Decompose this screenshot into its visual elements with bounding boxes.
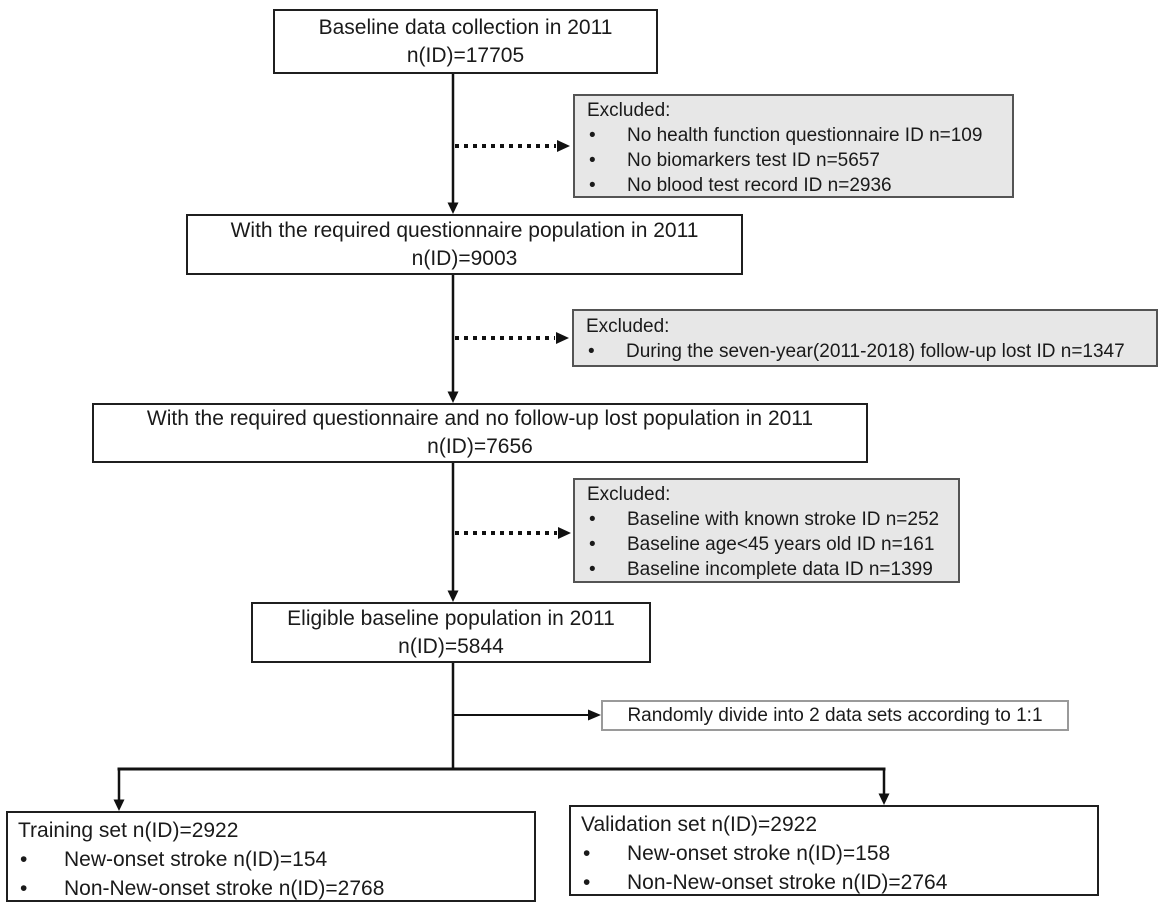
- bullet-icon: •: [589, 125, 596, 146]
- outcome-box-training: Training set n(ID)=2922 • New-onset stro…: [6, 811, 536, 902]
- excluded-item: • Baseline incomplete data ID n=1399: [583, 557, 950, 582]
- arrowhead-down-icon: [878, 793, 890, 805]
- excluded-item: • No biomarkers test ID n=5657: [583, 148, 1004, 173]
- bullet-icon: •: [20, 848, 28, 871]
- excluded-title: Excluded:: [586, 316, 670, 337]
- bullet-icon: •: [583, 871, 591, 894]
- step-title: With the required questionnaire populati…: [230, 218, 699, 242]
- arrowhead-down-icon: [447, 202, 459, 214]
- excluded-item-text: During the seven-year(2011-2018) follow-…: [626, 341, 1125, 362]
- outcome-title: Training set n(ID)=2922: [18, 819, 239, 842]
- step-box-questionnaire: With the required questionnaire populati…: [186, 214, 743, 275]
- randomize-label: Randomly divide into 2 data sets accordi…: [627, 704, 1043, 726]
- excluded-title: Excluded:: [587, 484, 671, 505]
- step-count: n(ID)=7656: [427, 435, 533, 458]
- outcome-item-text: New-onset stroke n(ID)=158: [627, 842, 891, 865]
- step-box-nofollowup: With the required questionnaire and no f…: [92, 403, 868, 463]
- excluded-item: • During the seven-year(2011-2018) follo…: [582, 339, 1148, 364]
- outcome-item-text: Non-New-onset stroke n(ID)=2764: [627, 871, 948, 894]
- bullet-icon: •: [589, 559, 596, 580]
- arrowhead-right-icon: [557, 140, 570, 152]
- excluded-box-1: Excluded: • No health function questionn…: [573, 94, 1014, 198]
- arrowhead-down-icon: [447, 590, 459, 602]
- excluded-item-text: Baseline incomplete data ID n=1399: [627, 559, 933, 580]
- arrowhead-right-icon: [556, 332, 569, 344]
- outcome-box-validation: Validation set n(ID)=2922 • New-onset st…: [569, 805, 1099, 896]
- bullet-icon: •: [589, 509, 596, 530]
- step-title: With the required questionnaire and no f…: [146, 407, 814, 430]
- step-box-eligible: Eligible baseline population in 2011 n(I…: [251, 602, 651, 663]
- step-count: n(ID)=5844: [398, 634, 504, 658]
- excluded-box-3: Excluded: • Baseline with known stroke I…: [573, 478, 960, 583]
- step-box-baseline: Baseline data collection in 2011 n(ID)=1…: [273, 9, 658, 74]
- bullet-icon: •: [20, 877, 28, 900]
- arrowhead-right-icon: [558, 527, 571, 539]
- excluded-item-text: No health function questionnaire ID n=10…: [627, 125, 983, 146]
- step-count: n(ID)=17705: [406, 43, 525, 67]
- bullet-icon: •: [589, 150, 596, 171]
- outcome-item: • New-onset stroke n(ID)=154: [14, 845, 524, 874]
- excluded-item: • No blood test record ID n=2936: [583, 173, 1004, 198]
- excluded-item: • Baseline age<45 years old ID n=161: [583, 532, 950, 557]
- arrowhead-down-icon: [113, 799, 125, 811]
- excluded-item-text: Baseline with known stroke ID n=252: [627, 509, 940, 530]
- step-title: Baseline data collection in 2011: [318, 15, 613, 39]
- excluded-item-text: No blood test record ID n=2936: [627, 175, 892, 196]
- excluded-item: • No health function questionnaire ID n=…: [583, 123, 1004, 148]
- outcome-item: • Non-New-onset stroke n(ID)=2768: [14, 874, 524, 903]
- outcome-item-text: New-onset stroke n(ID)=154: [64, 848, 328, 871]
- bullet-icon: •: [589, 534, 596, 555]
- excluded-title: Excluded:: [587, 100, 671, 121]
- randomize-box: Randomly divide into 2 data sets accordi…: [601, 700, 1069, 731]
- excluded-item-text: Baseline age<45 years old ID n=161: [627, 534, 935, 555]
- bullet-icon: •: [583, 842, 591, 865]
- arrowhead-right-icon: [588, 709, 601, 721]
- bullet-icon: •: [589, 175, 596, 196]
- outcome-title: Validation set n(ID)=2922: [581, 813, 818, 836]
- outcome-item: • New-onset stroke n(ID)=158: [577, 839, 1087, 868]
- step-title: Eligible baseline population in 2011: [287, 606, 615, 630]
- arrowhead-down-icon: [447, 391, 459, 403]
- outcome-item: • Non-New-onset stroke n(ID)=2764: [577, 868, 1087, 897]
- step-count: n(ID)=9003: [411, 246, 518, 270]
- excluded-box-2: Excluded: • During the seven-year(2011-2…: [572, 309, 1158, 367]
- excluded-item: • Baseline with known stroke ID n=252: [583, 507, 950, 532]
- bullet-icon: •: [588, 341, 595, 362]
- outcome-item-text: Non-New-onset stroke n(ID)=2768: [64, 877, 385, 900]
- excluded-item-text: No biomarkers test ID n=5657: [627, 150, 880, 171]
